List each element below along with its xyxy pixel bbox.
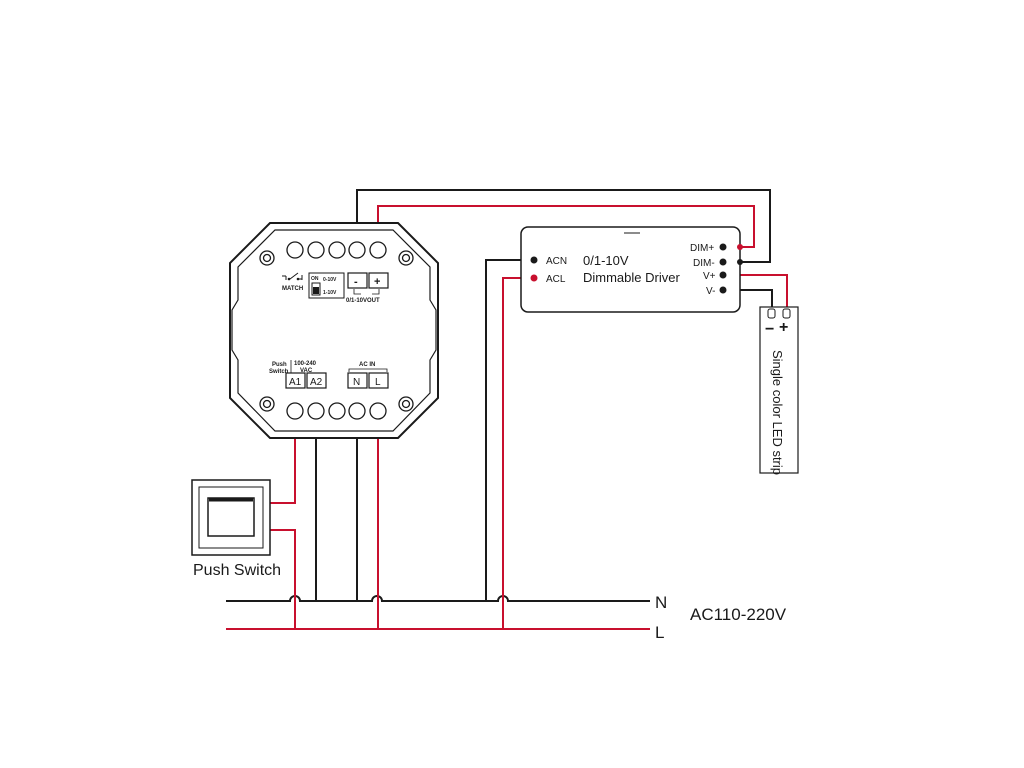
driver-v-plus-label: V+ [703,271,716,282]
terminal-l-box [368,372,389,389]
mode-dip-switch: ON 0-10V 1-10V [308,272,345,299]
voltage-label-line2: VAC [300,368,313,374]
screw-bottom-left-inner [262,399,272,409]
terminal-a1-label: A1 [289,377,302,388]
driver-v-plus-terminal [719,271,727,279]
dim-minus-wire-end [737,259,743,265]
screw-top-right-inner [401,253,411,263]
mains-labels: N L AC110-220V [655,593,787,642]
driver-title-line2: Dimmable Driver [583,270,680,285]
driver-acl-wire [502,277,534,629]
output-minus-label: - [354,276,358,288]
driver-dim-plus-terminal [719,243,727,251]
terminal-a2-box [306,372,327,389]
input-labels: Push Switch 100-240 VAC AC IN [269,360,388,375]
match-label: MATCH [282,286,303,292]
push-switch-label: Push Switch [193,562,281,579]
bottom-terminal-4 [348,402,366,420]
push-switch-button [207,497,255,537]
push-switch-wire-1 [270,414,296,504]
terminal-n-box [347,372,368,389]
match-button: MATCH [282,272,303,292]
top-terminal-4 [348,241,366,259]
output-label: 0/1-10VOUT [346,298,380,304]
driver-housing [520,226,741,313]
terminal-n-label: N [353,377,360,388]
driver-acn-wire [485,259,534,601]
v-plus-wire [724,274,788,312]
dim-plus-wire [377,205,755,248]
terminal-a2-label: A2 [310,377,323,388]
driver-acl-terminal [530,274,538,282]
led-strip: − + Single color LED strip [759,306,799,475]
led-strip-minus-pad [767,308,776,319]
led-strip-plus-pad [782,308,791,319]
match-contact-1 [287,277,291,281]
dip-switch-option-1: 0-10V [323,277,337,283]
bottom-terminal-2 [307,402,325,420]
dim-minus-wire [356,189,771,263]
driver-title-line1: 0/1-10V [583,253,629,268]
bottom-terminal-1 [286,402,304,420]
screw-bottom-right-inner [401,399,411,409]
acin-label: AC IN [359,362,375,368]
mains-n-label: N [655,593,667,612]
output-minus-box [347,272,368,289]
dim-plus-wire-end [737,244,743,250]
screw-top-left-inner [262,253,272,263]
controller-module: MATCH ON 0-10V 1-10V - + 0/1-10VOUT Push… [229,222,439,439]
driver-acn-terminal [530,256,538,264]
output-plus-label: + [374,276,380,288]
bottom-terminals [286,402,387,420]
match-button-icon [282,272,303,280]
output-plus-box [368,272,389,289]
dip-switch-lever [313,287,319,294]
driver-v-minus-terminal [719,286,727,294]
top-terminals [286,241,387,259]
dip-switch-on-label: ON [311,276,319,282]
mains-neutral-wire [226,595,650,602]
top-terminal-1 [286,241,304,259]
push-switch-label-line2: Switch [269,369,289,375]
input-terminal-blocks: A1 A2 N L [285,372,389,389]
bottom-terminal-3 [328,402,346,420]
voltage-label-line1: 100-240 [294,361,317,367]
bottom-terminal-5 [369,402,387,420]
led-strip-minus-label: − [765,321,774,338]
terminal-a1-box [285,372,306,389]
terminal-l-label: L [375,377,381,388]
top-terminal-3 [328,241,346,259]
push-switch: Push Switch [191,479,281,579]
push-switch-wire-2 [270,529,296,629]
push-switch-label-line1: Push [272,362,287,368]
driver-acl-label: ACL [546,274,566,285]
acin-bracket [348,368,388,372]
driver-v-minus-label: V- [706,286,715,297]
driver-dim-plus-label: DIM+ [690,243,714,254]
dip-switch-option-2: 1-10V [323,290,337,296]
controller-inner-outline [231,229,437,432]
led-strip-label: Single color LED strip [770,350,785,475]
output-terminal-block: - + 0/1-10VOUT [346,272,389,304]
top-terminal-2 [307,241,325,259]
driver-dim-minus-label: DIM- [693,258,715,269]
match-contact-2 [296,277,300,281]
dimmable-driver: ACN ACL 0/1-10V Dimmable Driver DIM+ DIM… [520,226,743,313]
led-strip-plus-label: + [779,319,788,336]
driver-dim-minus-terminal [719,258,727,266]
mains-l-label: L [655,623,664,642]
top-terminal-5 [369,241,387,259]
led-strip-body [759,306,799,474]
mounting-screws [259,250,414,412]
output-bracket [353,289,380,295]
driver-acn-label: ACN [546,256,567,267]
mains-voltage-label: AC110-220V [690,605,787,624]
